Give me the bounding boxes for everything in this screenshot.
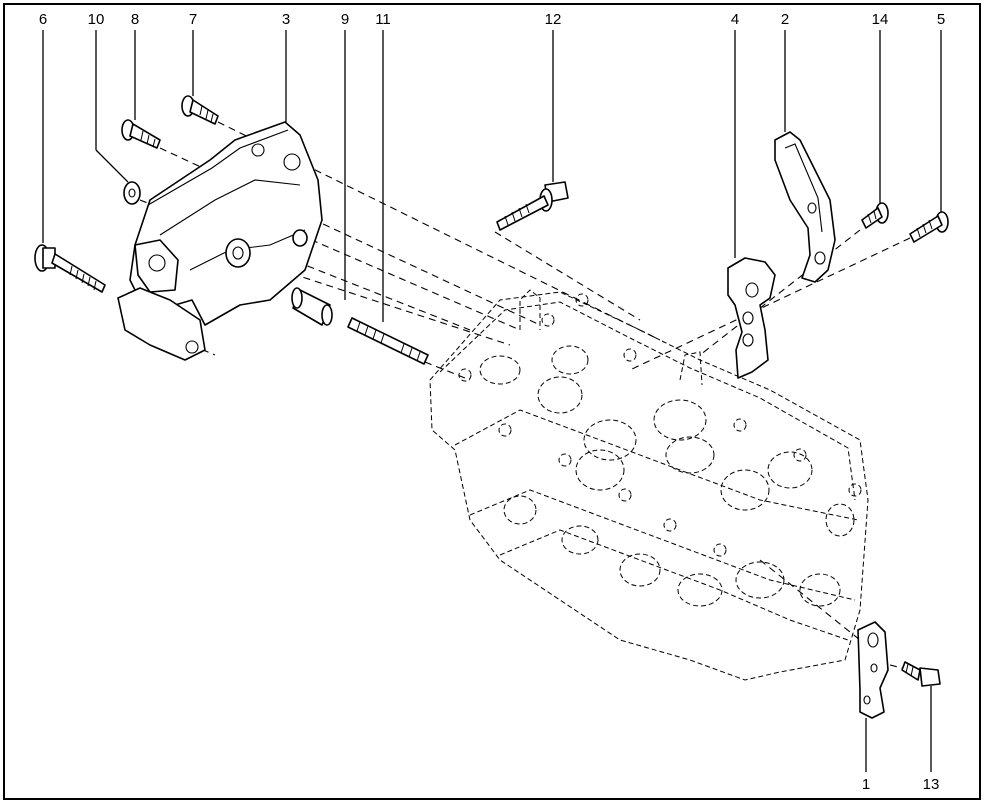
- callout-5: 5: [937, 11, 945, 28]
- callout-4: 4: [731, 11, 739, 28]
- callout-1: 1: [862, 776, 870, 793]
- part-12-flange-bolt: [496, 181, 569, 231]
- callout-11: 11: [375, 11, 391, 28]
- callout-10: 10: [88, 11, 105, 28]
- callout-7: 7: [189, 11, 197, 28]
- callout-6: 6: [39, 11, 47, 28]
- callout-13: 13: [923, 776, 940, 793]
- part-5-bolt: [909, 211, 949, 243]
- callout-12: 12: [545, 11, 562, 28]
- part-14-bolt: [861, 202, 889, 229]
- part-8-bolt: [121, 119, 161, 149]
- part-9-spacer: [291, 287, 333, 326]
- callout-9: 9: [341, 11, 349, 28]
- part-6-long-bolt: [34, 244, 106, 293]
- part-13-bolt: [901, 661, 941, 687]
- callout-leaders: [42, 30, 942, 772]
- part-10-washer: [123, 181, 141, 205]
- diagram-frame: [3, 3, 981, 800]
- callout-8: 8: [131, 11, 139, 28]
- part-3-cover-bracket: [117, 121, 323, 361]
- cylinder-head: [429, 289, 869, 681]
- part-1-bracket-plate: [857, 621, 889, 719]
- callout-3: 3: [282, 11, 290, 28]
- part-11-stud: [347, 317, 429, 365]
- callout-2: 2: [781, 11, 789, 28]
- callout-14: 14: [872, 11, 889, 28]
- callouts: 6 10 8 7 3 9 11 12 4 2 14 5 1 13: [39, 11, 945, 793]
- part-2-lifting-bracket: [774, 131, 836, 283]
- part-4-bracket: [727, 257, 776, 379]
- part-7-bolt: [181, 95, 219, 125]
